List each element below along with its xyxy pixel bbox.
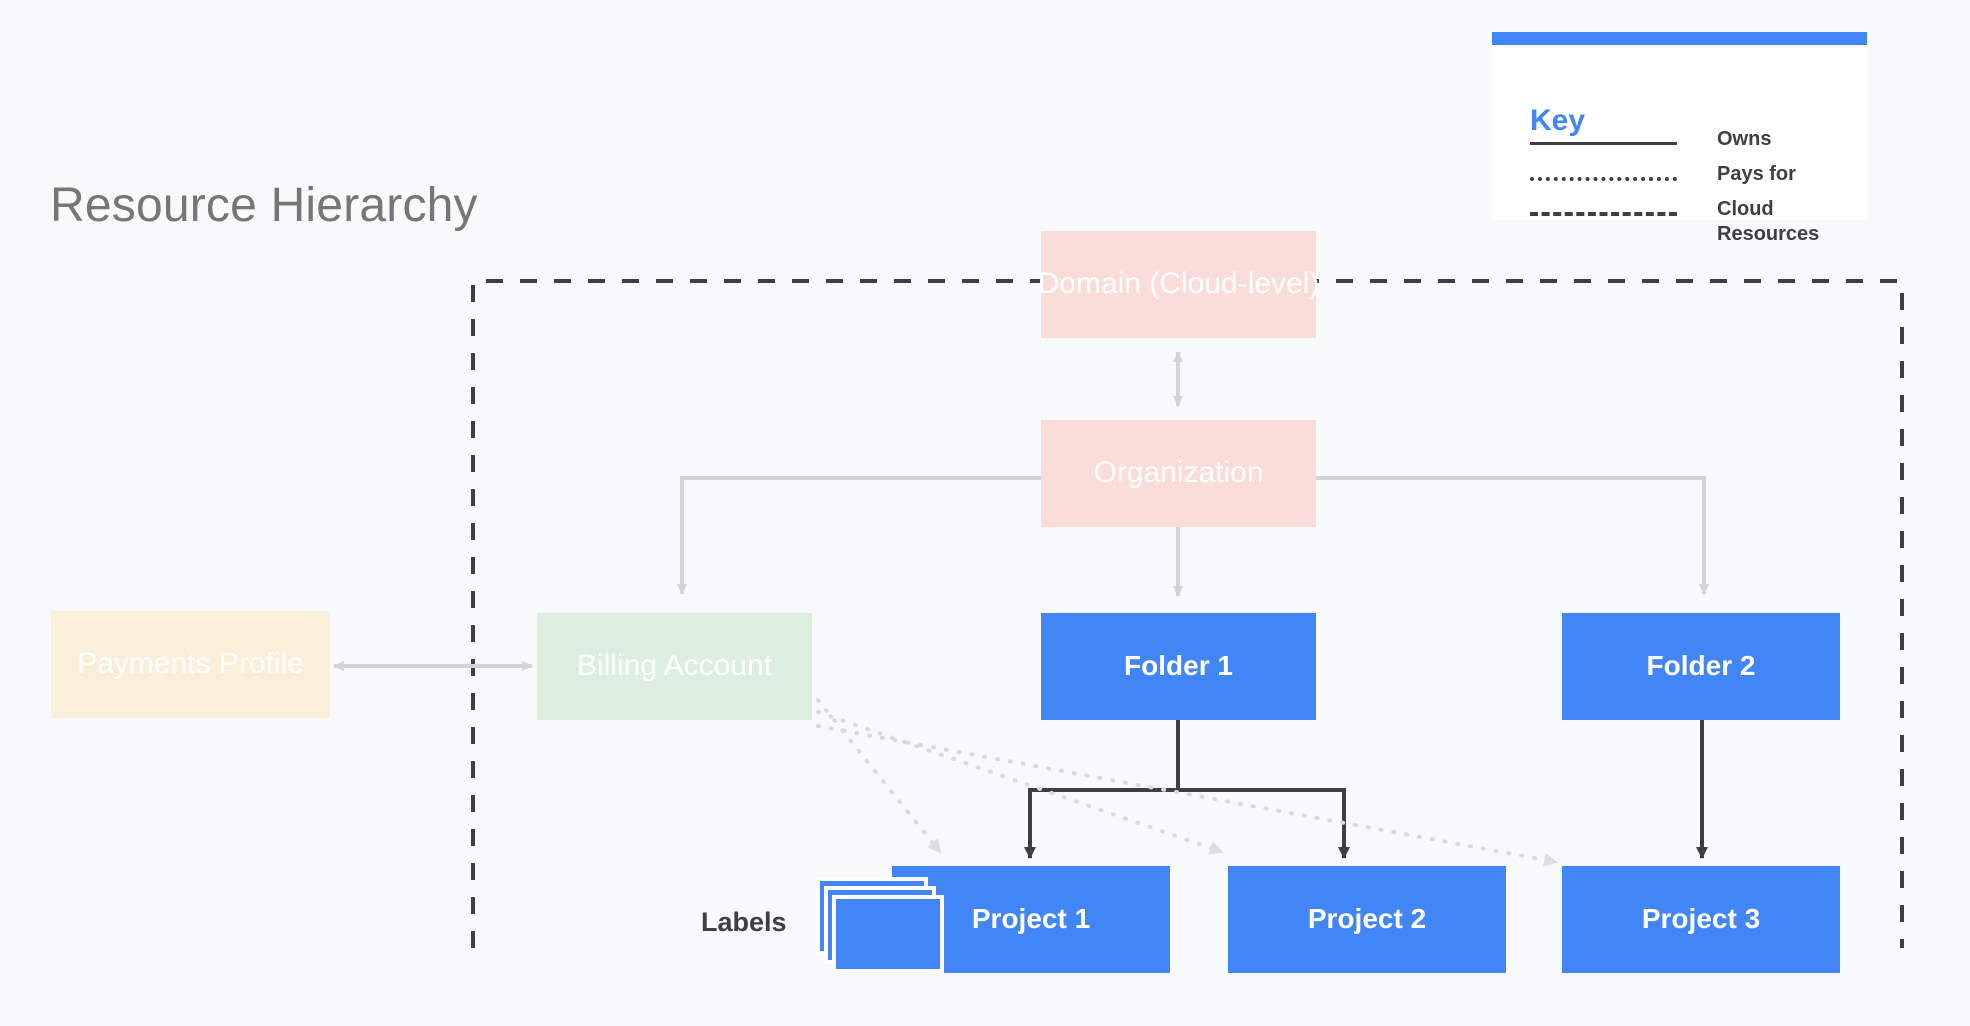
- key-heading: Key: [1530, 104, 1586, 137]
- node-folder-1[interactable]: Folder 1: [1041, 613, 1316, 720]
- key-panel: Key Owns Pays for Cloud Resources: [1492, 32, 1867, 245]
- label-card-front: [832, 895, 944, 973]
- node-domain[interactable]: Domain (Cloud-level): [1038, 231, 1319, 338]
- node-organization-label: Organization: [1093, 456, 1264, 490]
- page-title: Resource Hierarchy: [50, 179, 478, 232]
- node-organization[interactable]: Organization: [1041, 420, 1316, 527]
- node-folder-2-label: Folder 2: [1646, 650, 1756, 682]
- node-project-2[interactable]: Project 2: [1228, 866, 1506, 973]
- node-payments-profile[interactable]: Payments Profile: [51, 611, 330, 718]
- key-label-pays-for: Pays for: [1717, 163, 1796, 185]
- edge-folder-1-project-1: [1024, 720, 1180, 859]
- node-project-3-label: Project 3: [1641, 903, 1761, 935]
- edge-billing-account-project-2: [816, 710, 1224, 855]
- node-payments-profile-label: Payments Profile: [77, 647, 304, 681]
- key-row-pays-for: Pays for: [1492, 162, 1867, 196]
- node-folder-1-label: Folder 1: [1124, 650, 1233, 682]
- key-label-cloud-resources: Cloud Resources: [1717, 198, 1820, 245]
- key-row-owns: Owns: [1492, 127, 1867, 161]
- key-sample-solid-line-icon: [1530, 142, 1677, 145]
- node-project-3[interactable]: Project 3: [1562, 866, 1840, 973]
- labels-annotation-text: Labels: [701, 907, 787, 937]
- edge-billing-account-project-1: [816, 698, 942, 854]
- node-project-1-label: Project 1: [971, 903, 1091, 935]
- edge-organization-billing-account: [677, 476, 1041, 595]
- edge-billing-account-project-3: [816, 724, 1558, 867]
- node-project-2-label: Project 2: [1307, 903, 1427, 935]
- key-sample-dotted-line-icon: [1530, 177, 1677, 181]
- edge-folder-1-project-2: [1178, 788, 1350, 859]
- node-billing-account[interactable]: Billing Account: [537, 613, 812, 720]
- edge-organization-folder-2: [1316, 476, 1709, 595]
- key-row-cloud-resources: Cloud Resources: [1492, 197, 1867, 245]
- key-label-owns: Owns: [1717, 128, 1772, 150]
- key-sample-dashed-line-icon: [1530, 212, 1677, 216]
- node-domain-label: Domain (Cloud-level): [1037, 267, 1320, 301]
- key-accent-bar: [1492, 32, 1867, 45]
- node-billing-account-label: Billing Account: [576, 649, 773, 683]
- node-folder-2[interactable]: Folder 2: [1562, 613, 1840, 720]
